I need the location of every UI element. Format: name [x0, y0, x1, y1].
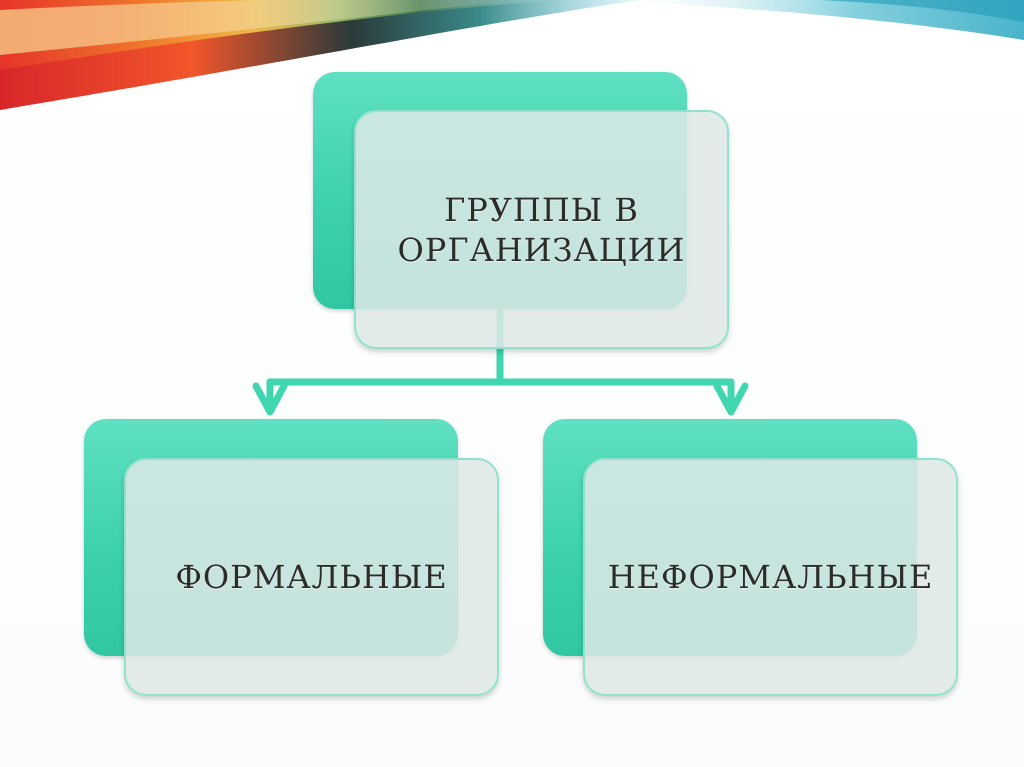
root-node-label: ГРУППЫ В ОРГАНИЗАЦИИ [397, 190, 686, 269]
arrow-left-icon [252, 382, 288, 416]
child-node-formal-label: ФОРМАЛЬНЫЕ [175, 558, 448, 596]
root-node: ГРУППЫ В ОРГАНИЗАЦИИ [354, 110, 729, 349]
child-node-informal-label: НЕФОРМАЛЬНЫЕ [607, 558, 934, 596]
child-node-informal: НЕФОРМАЛЬНЫЕ [583, 458, 958, 696]
child-node-formal: ФОРМАЛЬНЫЕ [124, 458, 499, 696]
arrow-right-icon [713, 382, 749, 416]
decorative-ribbon [0, 0, 1024, 110]
